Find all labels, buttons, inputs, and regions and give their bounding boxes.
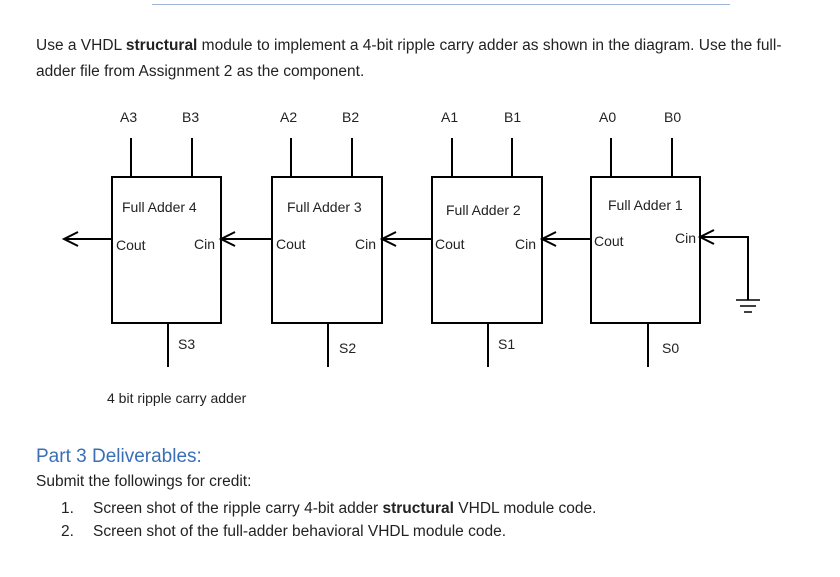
label-a3: A3	[120, 109, 137, 125]
label-b2: B2	[342, 109, 359, 125]
list-number: 2.	[61, 523, 74, 540]
label-cin-4: Cin	[194, 236, 215, 252]
label-a1: A1	[441, 109, 458, 125]
item-text: Screen shot of the ripple carry 4-bit ad…	[93, 500, 383, 517]
ground-symbol	[736, 299, 760, 313]
carry-2-to-3-arrow	[379, 231, 397, 247]
label-cin-1: Cin	[675, 230, 696, 246]
deliverables-heading: Part 3 Deliverables:	[36, 446, 202, 467]
top-divider	[152, 4, 730, 5]
intro-bold-structural: structural	[125, 37, 198, 54]
adder-box-4	[111, 176, 222, 324]
carry-3-to-4-arrow	[218, 231, 236, 247]
label-cout-1: Cout	[594, 233, 624, 249]
intro-text-2: module to implement a 4-bit ripple carry…	[36, 37, 782, 80]
item-bold: structural	[382, 500, 454, 517]
label-full-adder-2: Full Adder 2	[446, 202, 521, 218]
label-s3: S3	[178, 336, 195, 352]
cin0-arrow	[697, 229, 715, 245]
label-full-adder-1: Full Adder 1	[608, 197, 683, 213]
deliverables-list: 1. Screen shot of the ripple carry 4-bit …	[61, 497, 596, 543]
label-b1: B1	[504, 109, 521, 125]
cin0-ground-wire	[700, 236, 749, 300]
label-full-adder-3: Full Adder 3	[287, 199, 362, 215]
label-cin-3: Cin	[355, 236, 376, 252]
adder-box-1	[590, 176, 701, 324]
diagram-caption: 4 bit ripple carry adder	[107, 390, 247, 406]
list-item: 2. Screen shot of the full-adder behavior…	[61, 520, 596, 543]
label-s2: S2	[339, 340, 356, 356]
list-item: 1. Screen shot of the ripple carry 4-bit …	[61, 497, 596, 520]
deliverables-intro: Submit the followings for credit:	[36, 473, 252, 490]
label-cin-2: Cin	[515, 236, 536, 252]
label-s0: S0	[662, 340, 679, 356]
list-number: 1.	[61, 500, 74, 517]
label-b0: B0	[664, 109, 681, 125]
diagram-wires	[61, 138, 749, 367]
label-cout-4: Cout	[116, 237, 146, 253]
label-a2: A2	[280, 109, 297, 125]
assignment-intro: Use a VHDL structural module to implemen…	[36, 33, 816, 85]
label-a0: A0	[599, 109, 616, 125]
label-s1: S1	[498, 336, 515, 352]
ripple-carry-adder-diagram: A3 B3 Full Adder 4 Cout Cin S3 A2 B2 Ful…	[61, 109, 760, 406]
label-cout-2: Cout	[435, 236, 465, 252]
label-cout-3: Cout	[276, 236, 306, 252]
item-text: Screen shot of the full-adder behavioral…	[93, 523, 506, 540]
label-full-adder-4: Full Adder 4	[122, 199, 197, 215]
label-b3: B3	[182, 109, 199, 125]
item-text-end: VHDL module code.	[453, 500, 597, 517]
carry-1-to-2-arrow	[539, 231, 557, 247]
intro-text-1: Use a VHDL	[36, 37, 126, 54]
final-cout-arrow	[61, 231, 79, 247]
